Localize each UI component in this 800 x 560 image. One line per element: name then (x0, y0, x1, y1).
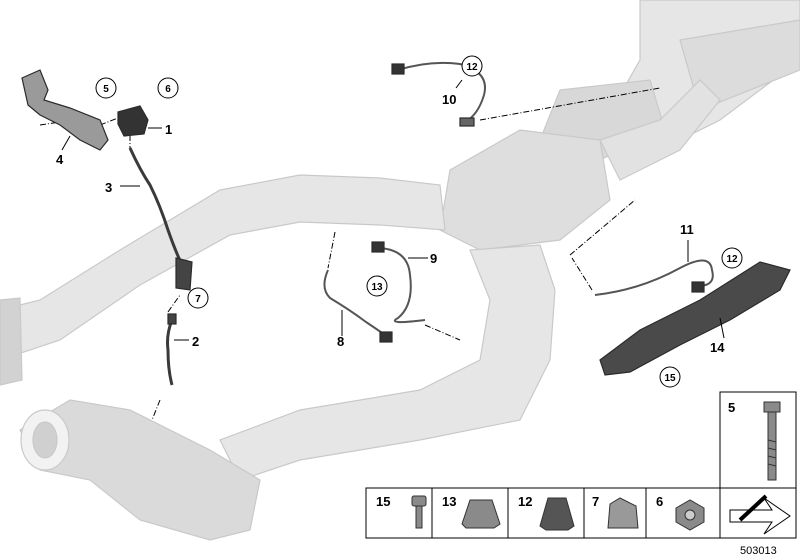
exhaust-pipe-system (0, 0, 800, 541)
callout-2: 2 (192, 334, 199, 349)
sensor-part-8 (323, 269, 386, 336)
circled-callout-7: 7 (195, 294, 201, 305)
sensor-part-11 (594, 259, 714, 296)
clip-icon-12 (539, 497, 575, 531)
circled-callout-6: 6 (165, 84, 171, 95)
parts (21, 61, 791, 386)
callout-numbers: 1 2 3 4 8 9 10 11 14 (56, 92, 725, 355)
circled-callout-13: 13 (371, 282, 383, 293)
legend-bolt-box: 5 (719, 391, 797, 489)
circled-callout-labels: 5 6 7 12 12 13 15 (103, 62, 738, 384)
sensor-part-10 (397, 61, 486, 123)
sensor-part-9 (379, 247, 426, 324)
bracket-part-1 (117, 105, 149, 137)
bracket-part-4 (21, 69, 109, 151)
circled-callouts (95, 55, 743, 388)
callout-9: 9 (430, 251, 437, 266)
callout-1: 1 (165, 122, 172, 137)
clip-icon-13 (461, 499, 501, 529)
legend-icons (411, 494, 791, 535)
callout-14: 14 (710, 340, 725, 355)
screw-icon (411, 495, 427, 529)
nut-icon (675, 499, 705, 531)
legend-row-numbers: 15 13 12 7 6 (376, 494, 663, 509)
callout-10: 10 (442, 92, 456, 107)
circled-callout-12-top: 12 (466, 62, 478, 73)
circled-callout-15: 15 (664, 373, 676, 384)
holder-icon-7 (607, 497, 639, 529)
sensor-line-part-3 (128, 147, 184, 266)
heat-shield-part-14 (599, 261, 791, 376)
callout-ticks (61, 79, 725, 341)
bolt-icon (763, 401, 781, 481)
callout-3: 3 (105, 180, 112, 195)
circled-callout-12-right: 12 (726, 254, 738, 265)
legend-13: 13 (442, 494, 456, 509)
callout-11: 11 (680, 222, 694, 237)
legend-bolt-number: 5 (728, 400, 735, 415)
callout-4: 4 (56, 152, 64, 167)
diagram-id: 503013 (740, 545, 777, 557)
legend-6: 6 (656, 494, 663, 509)
callout-8: 8 (337, 334, 344, 349)
legend-7: 7 (592, 494, 599, 509)
sensor-part-2 (166, 319, 174, 386)
legend-12: 12 (518, 494, 532, 509)
legend-row (365, 487, 797, 539)
legend-15: 15 (376, 494, 390, 509)
circled-callout-5: 5 (103, 84, 109, 95)
arrow-symbol-icon (729, 494, 791, 535)
